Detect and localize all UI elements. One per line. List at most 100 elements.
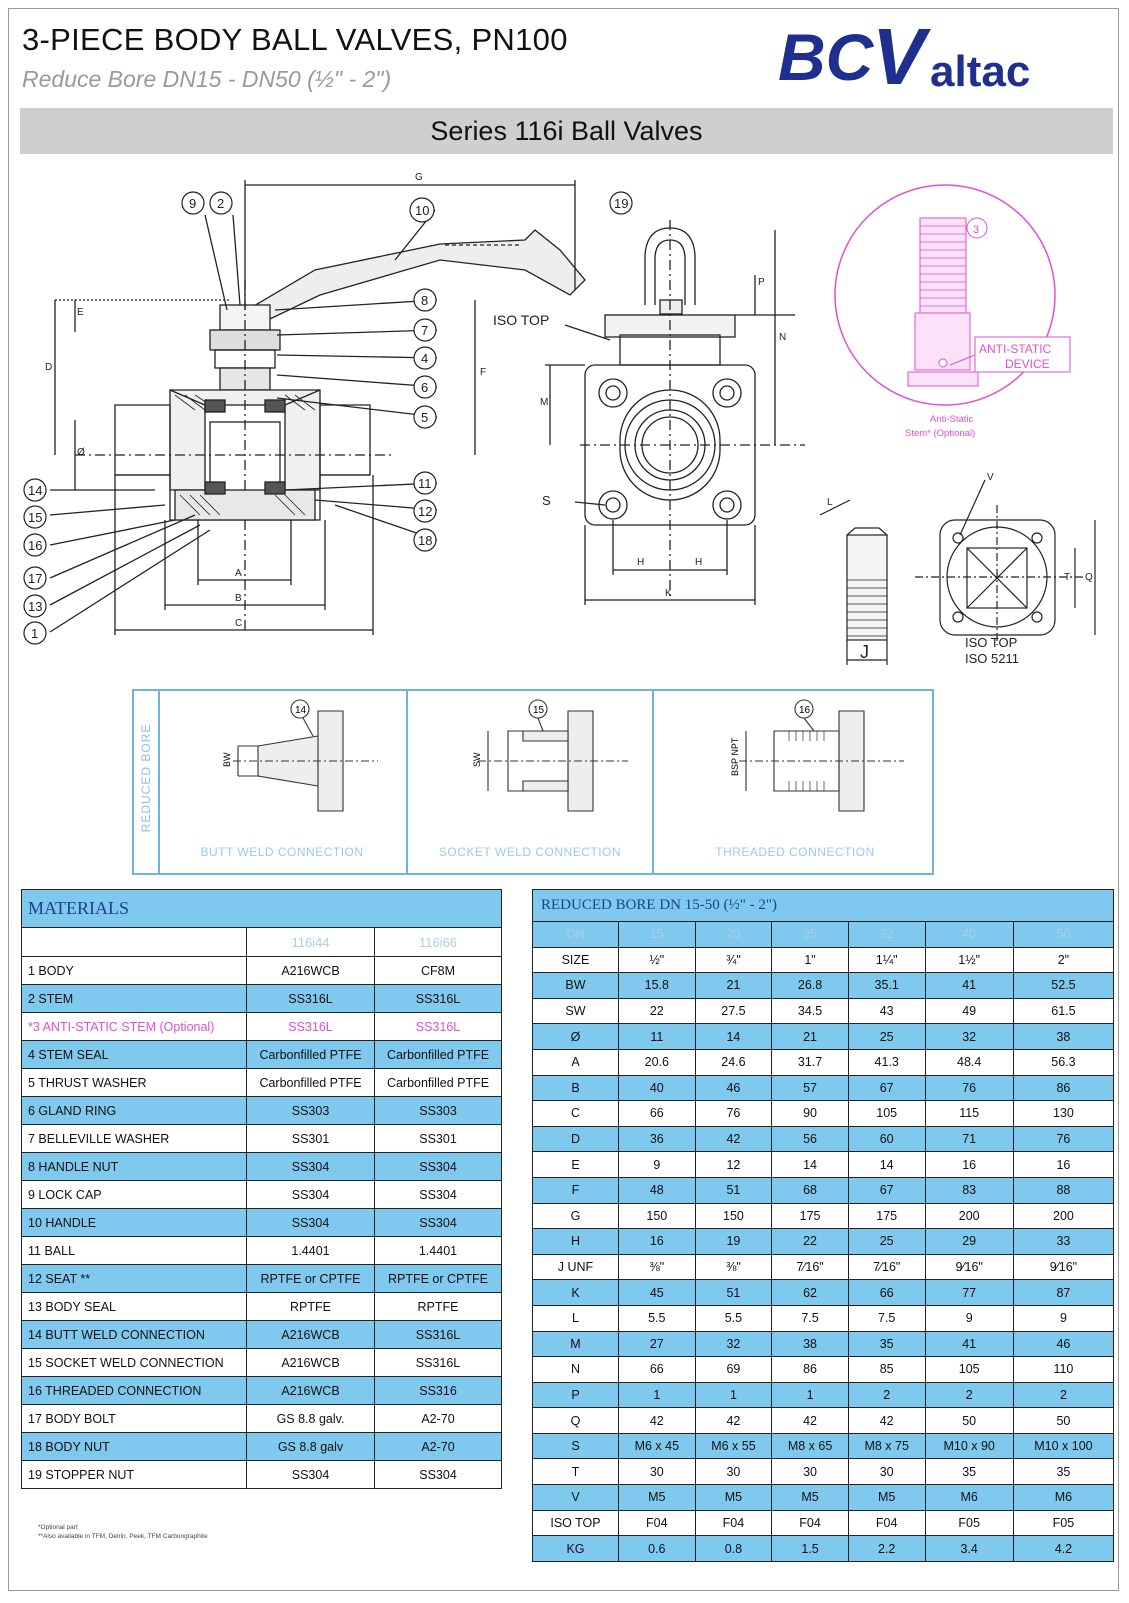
balloon-9: 9	[181, 191, 205, 215]
svg-text:14: 14	[28, 483, 42, 498]
material-cell: 16 THREADED CONNECTION	[21, 1376, 247, 1405]
dimension-cell: 2	[924, 1381, 1014, 1409]
svg-text:H: H	[637, 557, 644, 568]
dimension-cell: M10 x 100	[1012, 1432, 1115, 1460]
material-cell: SS304	[374, 1208, 502, 1237]
butt-weld-panel: 14 BW BUTT WELD CONNECTION	[158, 691, 406, 873]
dimension-cell: 21	[771, 1023, 849, 1050]
dimension-cell: 32	[924, 1023, 1014, 1050]
dimension-cell: ½"	[618, 946, 696, 974]
dimension-cell: 66	[618, 1356, 696, 1383]
dimension-cell: 1¼"	[847, 946, 926, 974]
iso-std-caption: ISO 5211	[965, 651, 1019, 666]
dimension-cell: 15.8	[618, 972, 696, 999]
balloon-5: 5	[413, 405, 437, 429]
svg-text:SW: SW	[472, 752, 482, 767]
svg-text:15: 15	[28, 510, 42, 525]
dimension-cell: 12	[694, 1151, 773, 1178]
dimension-cell: 105	[847, 1100, 926, 1127]
svg-text:E: E	[77, 307, 84, 318]
dimension-label: B	[532, 1074, 619, 1102]
material-cell: SS303	[374, 1096, 502, 1125]
material-cell: SS304	[246, 1180, 375, 1209]
dimension-cell: F04	[847, 1509, 926, 1537]
dimension-cell: 61.5	[1012, 997, 1115, 1025]
dimension-cell: 4.2	[1012, 1535, 1115, 1562]
dimension-label: BW	[532, 972, 619, 999]
dimension-cell: M8 x 75	[847, 1432, 926, 1460]
dimension-cell: 48	[618, 1176, 696, 1204]
dimension-cell: 32	[694, 1330, 773, 1358]
dimension-label: A	[532, 1048, 619, 1076]
threaded-panel: 16 BSP NPT THREADED CONNECTION	[652, 691, 936, 873]
dimension-cell: 9	[924, 1304, 1014, 1332]
dimension-cell: 42	[694, 1407, 773, 1434]
dimension-cell: 30	[771, 1458, 849, 1486]
material-cell: GS 8.8 galv.	[246, 1404, 375, 1433]
svg-text:H: H	[695, 557, 702, 568]
dimension-cell: 38	[1012, 1023, 1115, 1050]
balloon-2: 2	[209, 191, 233, 215]
balloon-17: 17	[23, 566, 47, 590]
page-subtitle: Reduce Bore DN15 - DN50 (½" - 2")	[22, 66, 392, 92]
dimension-cell: ⅜"	[694, 1253, 773, 1281]
material-cell: Carbonfilled PTFE	[374, 1068, 502, 1097]
material-cell: SS316L	[374, 1348, 502, 1377]
dimension-cell: 14	[771, 1151, 849, 1178]
balloon-6: 6	[413, 375, 437, 399]
dimension-label: Q	[532, 1407, 619, 1434]
dimension-cell: 66	[618, 1100, 696, 1127]
dimension-cell: 86	[1012, 1074, 1115, 1102]
dimension-cell: 16	[924, 1151, 1014, 1178]
dimension-cell: 22	[771, 1228, 849, 1255]
dimension-cell: 2"	[1012, 946, 1115, 974]
dimension-label: M	[532, 1330, 619, 1358]
balloon-18: 18	[413, 528, 437, 552]
material-cell: 1 BODY	[21, 956, 247, 985]
balloon-19: 19	[609, 191, 633, 215]
material-cell: Carbonfilled PTFE	[246, 1040, 375, 1069]
material-cell: *3 ANTI-STATIC STEM (Optional)	[21, 1012, 247, 1041]
svg-text:13: 13	[28, 599, 42, 614]
dimension-cell: 48.4	[924, 1048, 1014, 1076]
dimensions-colhdr: DN 15 20 25 32 40 50	[532, 921, 1115, 948]
material-cell: SS316L	[246, 1012, 375, 1041]
material-cell: SS301	[246, 1124, 375, 1153]
logo-v: V	[872, 14, 931, 101]
material-cell: 5 THRUST WASHER	[21, 1068, 247, 1097]
dimension-cell: 40	[618, 1074, 696, 1102]
balloon-12: 12	[413, 499, 437, 523]
material-cell: 1.4401	[246, 1236, 375, 1265]
svg-text:17: 17	[28, 571, 42, 586]
dimension-cell: 175	[847, 1202, 926, 1230]
svg-text:8: 8	[421, 293, 428, 308]
dimension-cell: 34.5	[771, 997, 849, 1025]
svg-text:A: A	[235, 568, 242, 579]
dimension-cell: 31.7	[771, 1048, 849, 1076]
dimension-cell: M8 x 65	[771, 1432, 849, 1460]
dimension-label: T	[532, 1458, 619, 1486]
dimension-cell: 5.5	[694, 1304, 773, 1332]
material-cell: SS301	[374, 1124, 502, 1153]
material-cell: 4 STEM SEAL	[21, 1040, 247, 1069]
dimension-label: E	[532, 1151, 619, 1178]
svg-text:16: 16	[799, 705, 811, 716]
dimension-label: L	[532, 1304, 619, 1332]
dimension-label: ISO TOP	[532, 1509, 619, 1537]
dimensions-table: REDUCED BORE DN 15-50 (½" - 2") DN 15 20…	[532, 889, 1115, 1562]
svg-text:P: P	[758, 277, 765, 288]
brand-logo: BC V altac	[778, 14, 1030, 101]
dimension-cell: 24.6	[694, 1048, 773, 1076]
dimension-cell: 16	[1012, 1151, 1115, 1178]
dimension-cell: 71	[924, 1125, 1014, 1153]
